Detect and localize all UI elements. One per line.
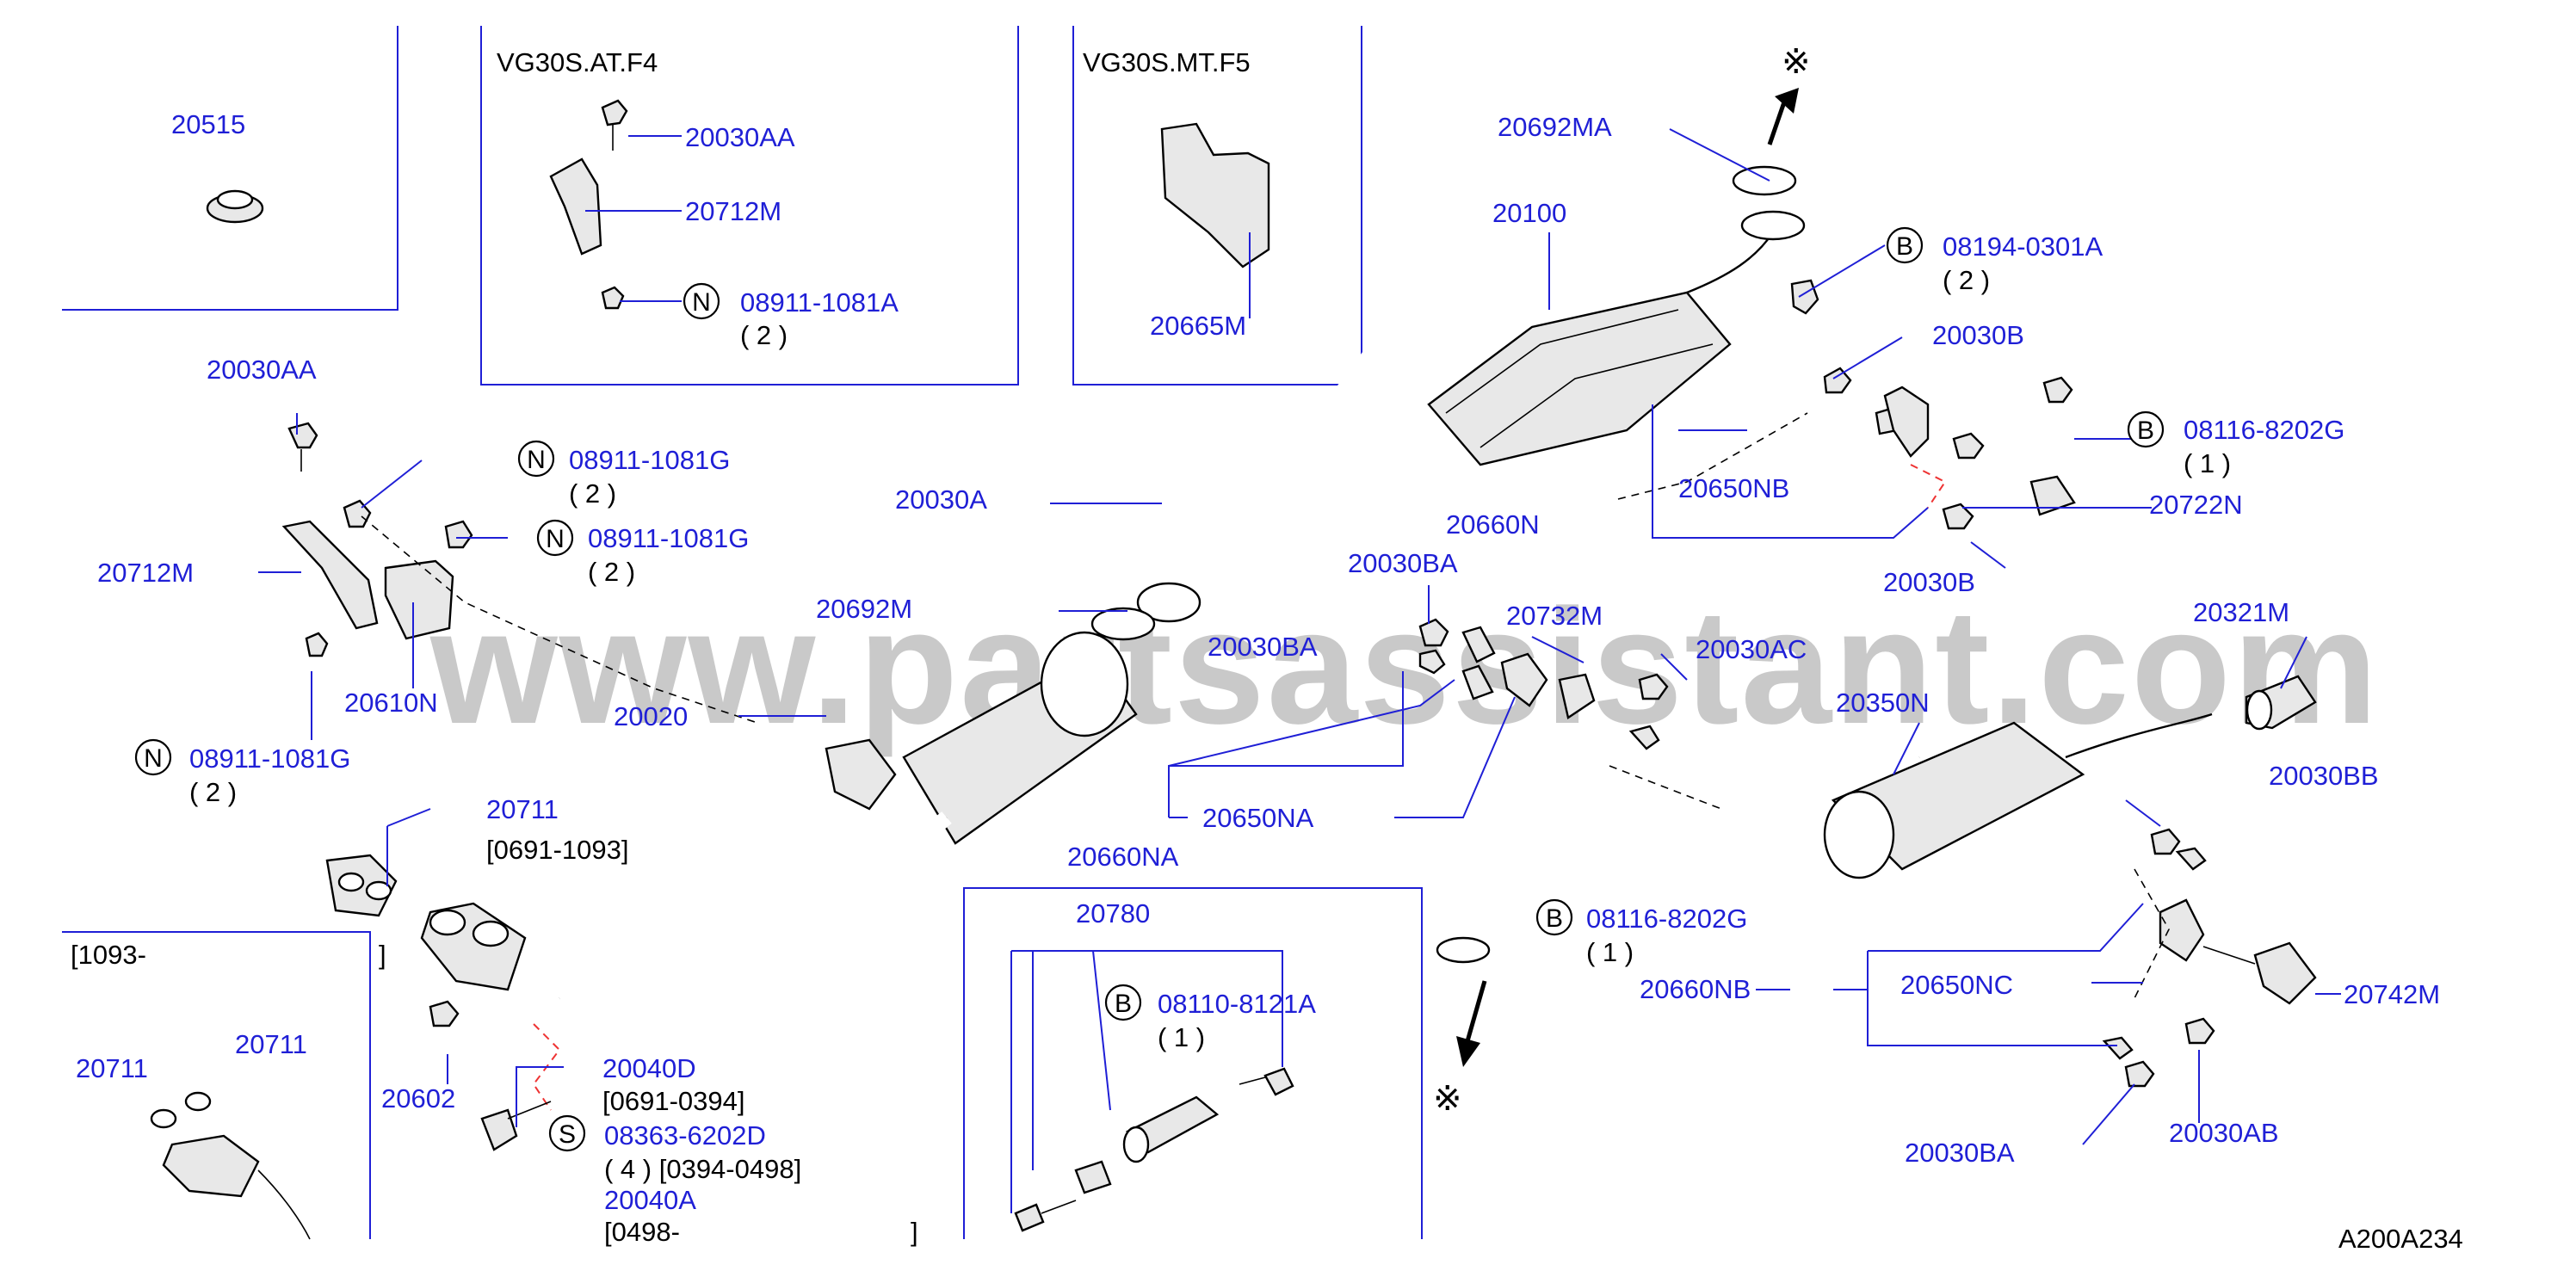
part-label: 20040D xyxy=(602,1053,696,1083)
drawing-clamp-20780 xyxy=(1014,1067,1294,1232)
prefix-b: B xyxy=(1896,232,1913,261)
prefix-b: B xyxy=(1546,904,1563,933)
part-label: 20610N xyxy=(344,688,438,718)
drawing-mt-bracket-20665M xyxy=(1160,122,1270,268)
qty-label: ( 2 ) xyxy=(1943,265,1990,295)
qty-label: ( 2 ) xyxy=(588,557,635,587)
part-label: 20030AC xyxy=(1696,634,1807,664)
part-labels: VG30S.AT.F4 VG30S.MT.F5 20515 20030AA 20… xyxy=(71,47,2463,1254)
part-label: 20030BA xyxy=(1348,548,1458,578)
qty-label: ( 2 ) xyxy=(189,777,237,807)
part-label: 20030BA xyxy=(1905,1138,2015,1168)
part-label: 08911-1081G xyxy=(189,743,350,774)
inset-date: [1093- xyxy=(71,940,146,970)
continuation-symbol: ※ xyxy=(1433,1080,1462,1118)
part-label: 20650NC xyxy=(1900,970,2013,1000)
date-label: ] xyxy=(911,1217,918,1247)
qty-label: ( 1 ) xyxy=(1586,937,1634,967)
part-label: 20030B xyxy=(1932,320,2024,350)
part-label: 08911-1081G xyxy=(588,523,749,553)
part-label: 20722N xyxy=(2149,490,2243,520)
part-label: 20650NB xyxy=(1678,473,1789,503)
drawing-at-bracket xyxy=(549,99,628,310)
watermark: www.partsassistant.com xyxy=(429,576,2380,758)
part-label: 20040A xyxy=(604,1185,696,1215)
drawing-main-muffler-20350N xyxy=(1436,675,2317,964)
part-label: 20692M xyxy=(816,594,912,624)
box-header-at: VG30S.AT.F4 xyxy=(497,47,658,77)
part-label: 20780 xyxy=(1076,898,1150,928)
prefix-n: N xyxy=(527,446,546,474)
qty-label: ( 4 ) [0394-0498] xyxy=(604,1154,801,1184)
part-label: 20692MA xyxy=(1498,112,1612,142)
part-label: 20732M xyxy=(1506,601,1603,631)
prefix-b: B xyxy=(1115,990,1132,1018)
leader-lines xyxy=(258,128,2341,1213)
part-label: 20030AB xyxy=(2169,1118,2279,1148)
part-label: 20665M xyxy=(1150,311,1246,341)
prefix-n: N xyxy=(144,744,163,773)
qty-label: ( 1 ) xyxy=(1158,1022,1205,1052)
drawing-hanger-bottom-right xyxy=(2102,828,2317,1088)
part-label: 20712M xyxy=(685,196,781,226)
qty-label: ( 1 ) xyxy=(2184,448,2231,478)
prefix-s: S xyxy=(559,1120,576,1149)
part-label: 08911-1081A xyxy=(740,287,899,318)
part-label: 20030BA xyxy=(1208,632,1318,662)
continuation-symbol: ※ xyxy=(1782,43,1811,81)
drawing-pre-muffler-20020 xyxy=(325,631,1138,1151)
part-label: 08110-8121A xyxy=(1158,989,1316,1019)
part-label: 08194-0301A xyxy=(1943,231,2103,262)
drawing-hanger-top-right xyxy=(1617,367,2076,530)
box-header-mt: VG30S.MT.F5 xyxy=(1083,47,1251,77)
part-label: 20660NA xyxy=(1067,842,1179,872)
drawing-grommet-20515 xyxy=(206,189,264,224)
part-label: 20650NA xyxy=(1202,803,1314,833)
part-label: 20711 xyxy=(76,1053,148,1083)
drawing-code: A200A234 xyxy=(2338,1224,2463,1254)
date-label: [0498- xyxy=(604,1217,680,1247)
part-label: 20030AA xyxy=(685,122,795,152)
qty-label: ( 2 ) xyxy=(569,478,616,509)
part-label: 20030AA xyxy=(207,355,317,385)
part-label: 20660N xyxy=(1446,509,1540,540)
date-label: [0691-0394] xyxy=(602,1086,744,1116)
prefix-n: N xyxy=(546,525,565,553)
prefix-n: N xyxy=(692,288,711,317)
part-label: 20030A xyxy=(895,484,987,515)
part-label: 08363-6202D xyxy=(604,1120,766,1151)
part-label: 20515 xyxy=(171,109,245,139)
part-label: 20712M xyxy=(97,558,194,588)
part-label: 20711 xyxy=(486,794,559,824)
part-label: 20030BB xyxy=(2269,761,2379,791)
inset-bracket: ] xyxy=(379,940,386,970)
part-label: 20350N xyxy=(1836,688,1930,718)
part-label: 20100 xyxy=(1492,198,1566,228)
prefix-b: B xyxy=(2137,416,2154,445)
part-label: 20321M xyxy=(2193,597,2289,627)
drawing-front-exhaust-pipe xyxy=(1090,232,1498,641)
part-label: 08116-8202G xyxy=(2184,415,2344,445)
drawing-inset-20711 xyxy=(150,1091,311,1240)
drawing-catalytic-converter-20100 xyxy=(1427,165,1819,466)
part-label: 20742M xyxy=(2344,979,2440,1009)
continuation-arrows xyxy=(1456,88,1799,1067)
prefix-circles: N B B N N N B B S xyxy=(134,226,2165,1152)
part-label: 20020 xyxy=(614,701,688,731)
date-label: [0691-1093] xyxy=(486,835,628,865)
part-label: 08911-1081G xyxy=(569,445,730,475)
part-label: 20602 xyxy=(381,1083,455,1114)
part-label: 08116-8202G xyxy=(1586,904,1747,934)
part-label: 20711 xyxy=(235,1029,307,1059)
part-label: 20660NB xyxy=(1640,974,1751,1004)
drawing-hanger-middle xyxy=(1418,618,1669,750)
qty-label: ( 2 ) xyxy=(740,320,788,350)
frame-lines xyxy=(62,26,1423,1239)
drawing-left-bracket-20712M xyxy=(281,422,758,724)
part-label: 20030B xyxy=(1883,567,1975,597)
